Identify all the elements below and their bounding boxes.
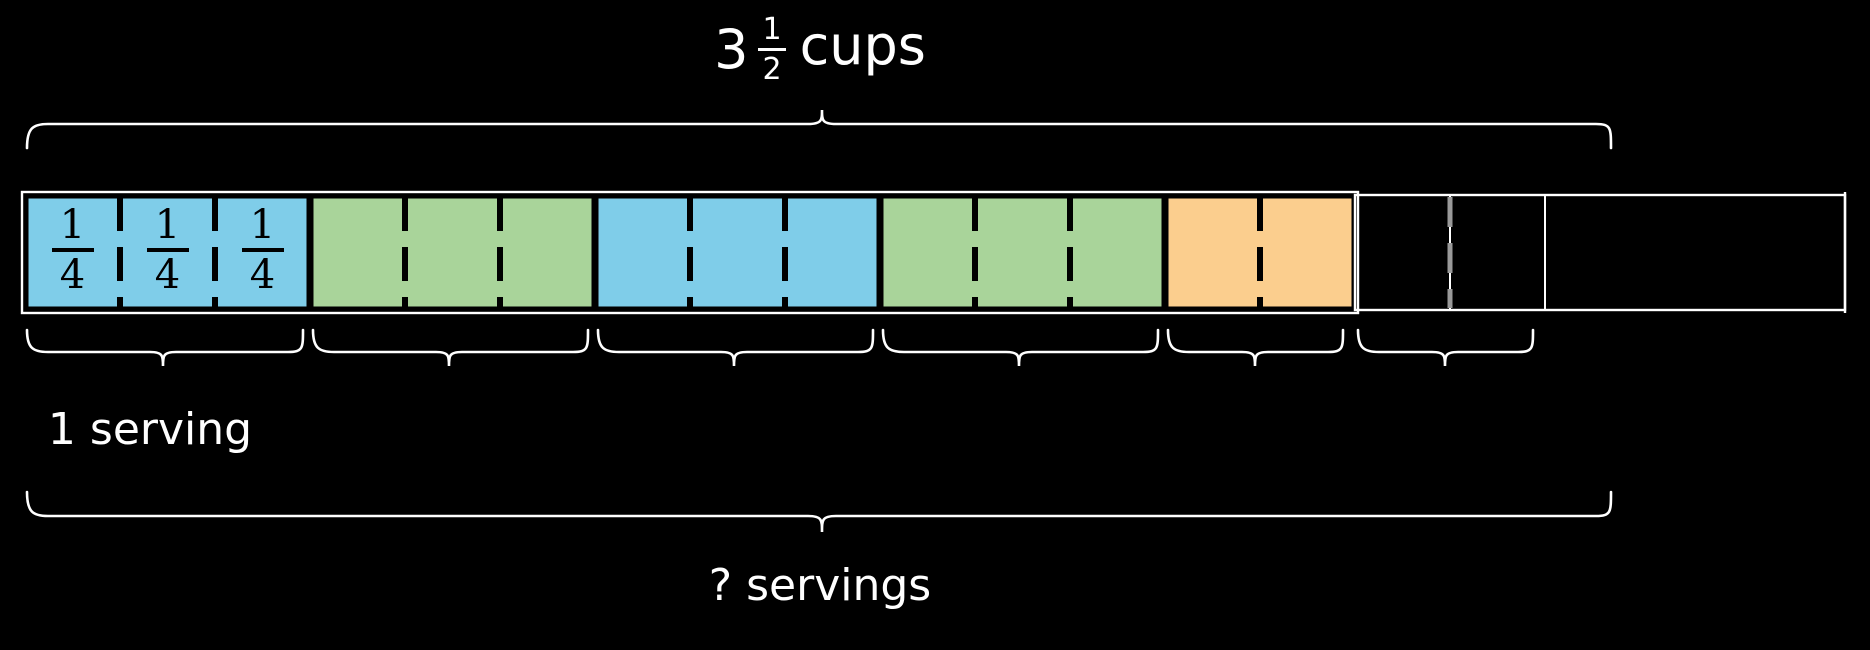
mixed-number: 3 1 2 xyxy=(714,12,786,88)
tape-cell-5[interactable] xyxy=(405,195,500,310)
tape-cell-3[interactable] xyxy=(215,195,310,310)
tape-cell-11[interactable] xyxy=(975,195,1070,310)
cell-fraction-3-denominator: 4 xyxy=(249,252,276,298)
cell-fraction-1-denominator: 4 xyxy=(59,252,86,298)
serving-brace-4 xyxy=(881,328,1160,367)
tape-cell-4[interactable] xyxy=(310,195,405,310)
tape-cell-15-empty[interactable] xyxy=(1354,194,1451,311)
tape-cell-12[interactable] xyxy=(1070,195,1165,310)
tape-cell-7[interactable] xyxy=(595,195,690,310)
cell-fraction-3-bar xyxy=(241,248,284,252)
cell-fraction-1: 1 4 xyxy=(25,202,120,298)
tape-cell-6[interactable] xyxy=(500,195,595,310)
tape-cell-10[interactable] xyxy=(880,195,975,310)
serving-brace-3 xyxy=(596,328,875,367)
mixed-number-bar xyxy=(758,48,786,52)
cell-fraction-2-numerator: 1 xyxy=(154,202,181,248)
cell-fraction-3-numerator: 1 xyxy=(249,202,276,248)
tape-outline xyxy=(20,190,1847,315)
cell-fraction-2-bar xyxy=(146,248,189,252)
mixed-number-fraction: 1 2 xyxy=(758,12,786,88)
one-serving-label: 1 serving xyxy=(47,404,253,455)
top-brace xyxy=(25,109,1613,150)
total-servings-brace xyxy=(25,490,1613,533)
cell-fraction-2: 1 4 xyxy=(120,202,215,298)
mixed-number-whole: 3 xyxy=(714,17,749,81)
tape-cell-16-empty[interactable] xyxy=(1449,194,1546,311)
tape-cell-13[interactable] xyxy=(1165,195,1260,310)
serving-brace-2 xyxy=(311,328,590,367)
tape-cell-1[interactable] xyxy=(25,195,120,310)
cell-fraction-1-bar xyxy=(51,248,94,252)
tape-cell-8[interactable] xyxy=(690,195,785,310)
serving-brace-1 xyxy=(25,328,305,367)
mixed-number-denominator: 2 xyxy=(762,52,782,88)
serving-brace-5 xyxy=(1166,328,1345,367)
tape-cell-2[interactable] xyxy=(120,195,215,310)
cell-fraction-1-numerator: 1 xyxy=(59,202,86,248)
mixed-number-numerator: 1 xyxy=(762,12,782,47)
total-servings-label: ? servings xyxy=(708,560,932,611)
cell-fraction-2-denominator: 4 xyxy=(154,252,181,298)
tape-cell-14[interactable] xyxy=(1260,195,1355,310)
cell-fraction-3: 1 4 xyxy=(215,202,310,298)
total-amount-unit: cups xyxy=(799,14,926,78)
tape-cells xyxy=(25,194,1546,311)
total-amount-label: 3 1 2 cups xyxy=(0,12,1640,88)
serving-braces xyxy=(25,328,1535,367)
tape-inner-dividers xyxy=(117,197,1263,308)
serving-brace-6 xyxy=(1356,328,1535,367)
tape-cell-9[interactable] xyxy=(785,195,880,310)
